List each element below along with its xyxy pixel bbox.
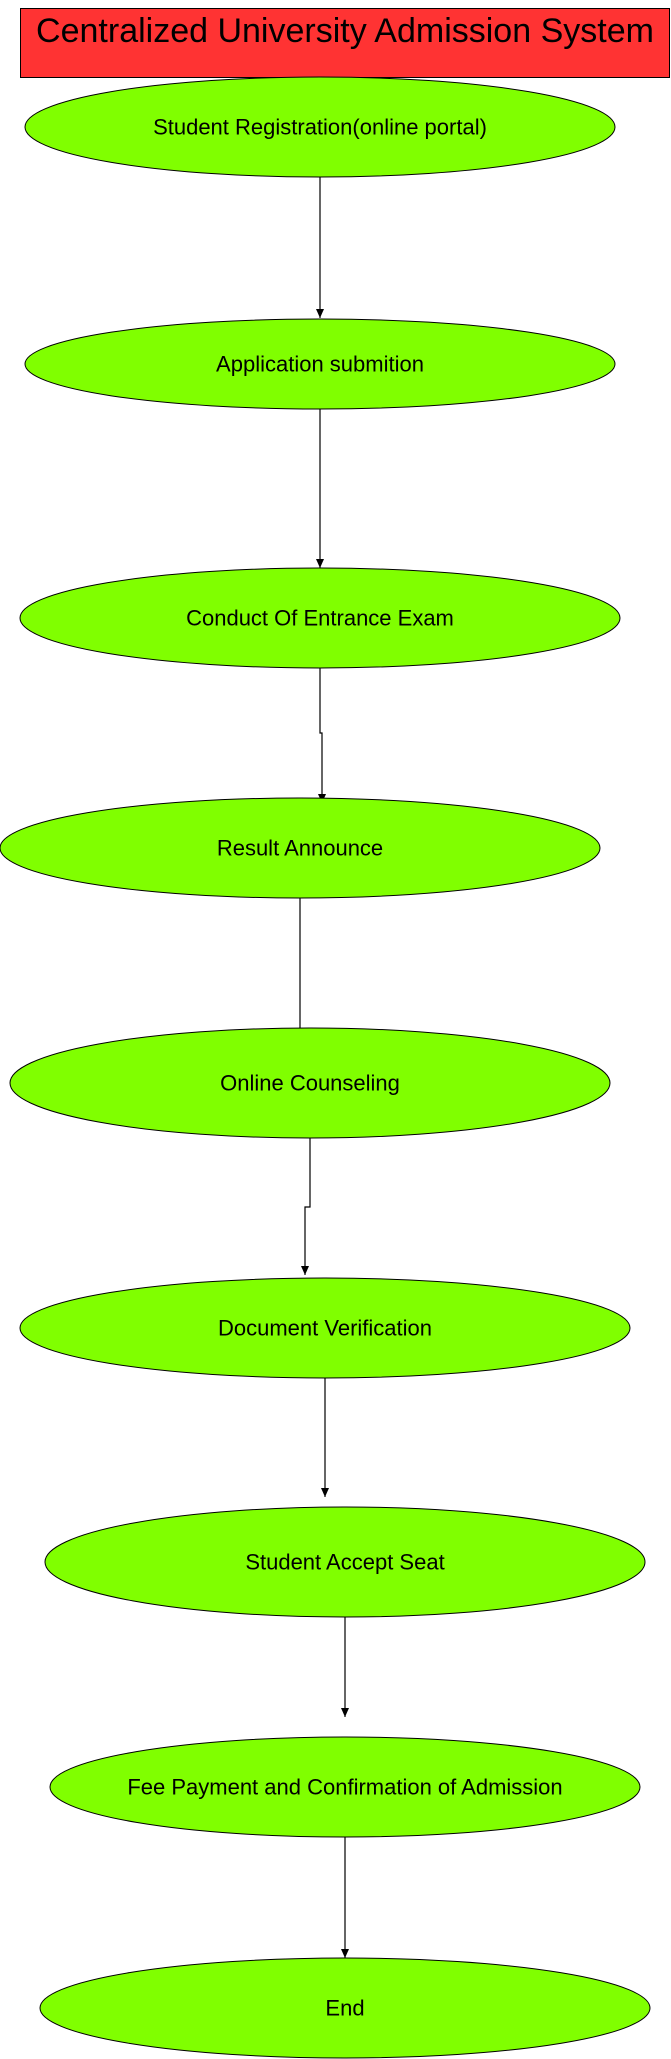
node-label: Student Accept Seat xyxy=(245,1550,444,1575)
node-label: End xyxy=(325,1996,364,2021)
node-label: Conduct Of Entrance Exam xyxy=(186,606,454,631)
terminal-node: End xyxy=(39,1957,651,2059)
process-node: Result Announce xyxy=(0,797,601,899)
process-node: Student Registration(online portal) xyxy=(24,76,616,178)
diagram-title: Centralized University Admission System xyxy=(36,12,654,50)
node-shape xyxy=(49,1736,641,1838)
node-label: Online Counseling xyxy=(220,1071,400,1096)
node-label: Result Announce xyxy=(217,836,383,861)
flow-arrow xyxy=(318,668,326,803)
edges-layer xyxy=(296,177,349,1958)
process-node: Fee Payment and Confirmation of Admissio… xyxy=(49,1736,641,1838)
node-shape xyxy=(44,1506,646,1618)
node-shape xyxy=(19,1277,631,1379)
process-node: Conduct Of Entrance Exam xyxy=(19,567,621,669)
node-shape xyxy=(19,567,621,669)
diagram-title-box: Centralized University Admission System xyxy=(20,8,670,78)
flow-arrow xyxy=(301,1138,311,1275)
node-label: Application submition xyxy=(216,352,424,377)
node-shape xyxy=(24,76,616,178)
process-node: Application submition xyxy=(24,318,616,410)
node-shape xyxy=(24,318,616,410)
node-label: Fee Payment and Confirmation of Admissio… xyxy=(127,1775,562,1800)
nodes-layer: Student Registration(online portal) Appl… xyxy=(0,76,651,2059)
node-shape xyxy=(9,1027,611,1139)
process-node: Student Accept Seat xyxy=(44,1506,646,1618)
process-node: Document Verification xyxy=(19,1277,631,1379)
node-label: Document Verification xyxy=(218,1316,432,1341)
process-node: Online Counseling xyxy=(9,1027,611,1139)
node-shape xyxy=(0,797,601,899)
node-label: Student Registration(online portal) xyxy=(153,115,487,140)
node-shape xyxy=(39,1957,651,2059)
